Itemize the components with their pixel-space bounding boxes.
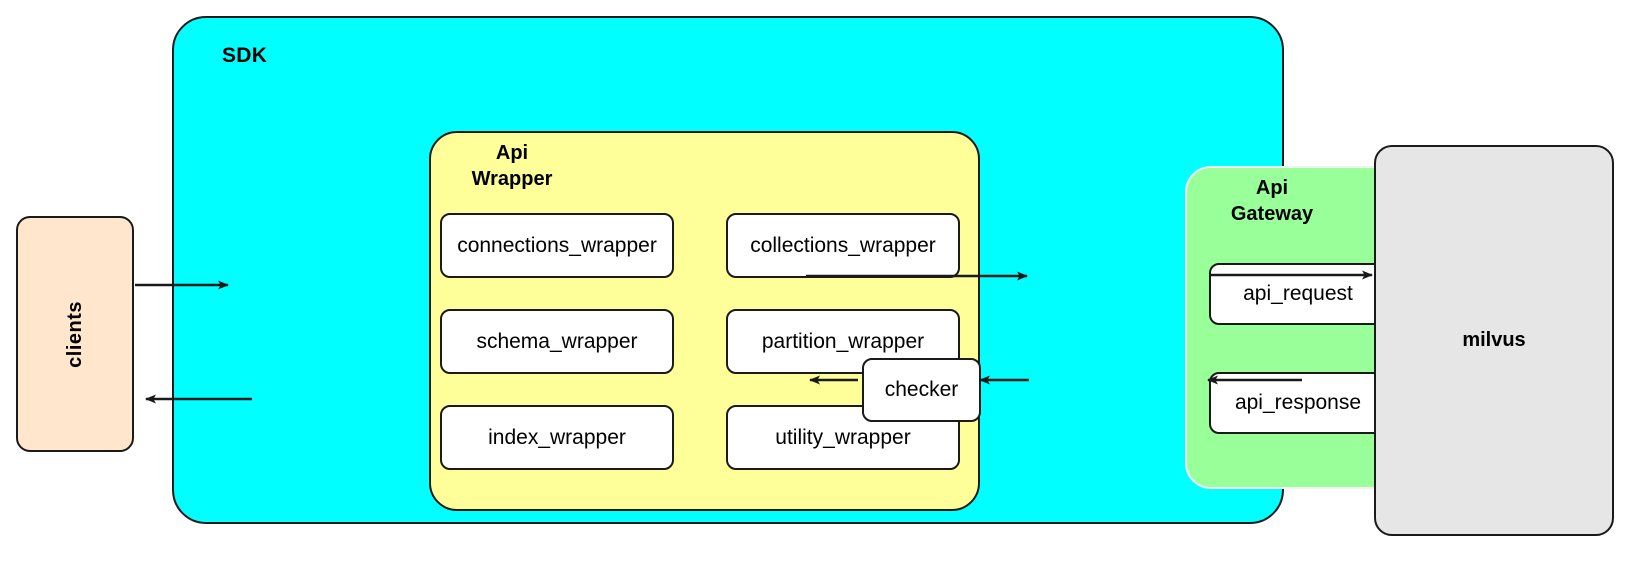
module-collections-wrapper[interactable]: collections_wrapper (726, 213, 960, 278)
module-partition-wrapper[interactable]: partition_wrapper (726, 309, 960, 374)
module-label: utility_wrapper (775, 425, 911, 449)
clients-box[interactable]: clients (16, 216, 134, 452)
module-label: index_wrapper (488, 425, 626, 449)
module-label: api_request (1243, 282, 1353, 305)
module-schema-wrapper[interactable]: schema_wrapper (440, 309, 674, 374)
milvus-box[interactable]: milvus (1374, 145, 1614, 536)
sdk-container[interactable]: SDK Api Wrapper connections_wrapper coll… (172, 16, 1411, 524)
module-label: connections_wrapper (457, 233, 657, 257)
module-index-wrapper[interactable]: index_wrapper (440, 405, 674, 470)
module-label: collections_wrapper (750, 233, 936, 257)
api-gateway-container[interactable]: Api Gateway api_request api_response (1185, 166, 1411, 489)
module-api-request[interactable]: api_request (1209, 263, 1387, 325)
api-wrapper-title-line1: Api (495, 142, 529, 164)
module-connections-wrapper[interactable]: connections_wrapper (440, 213, 674, 278)
module-utility-wrapper[interactable]: utility_wrapper (726, 405, 960, 470)
api-gateway-title: Api Gateway (1187, 176, 1357, 227)
milvus-label: milvus (1462, 329, 1526, 351)
api-wrapper-container[interactable]: Api Wrapper connections_wrapper collecti… (429, 131, 980, 511)
api-gateway-title-line1: Api (1255, 177, 1289, 199)
module-label: schema_wrapper (476, 329, 638, 353)
module-label: api_response (1234, 391, 1362, 414)
sdk-title: SDK (222, 44, 268, 67)
module-api-response[interactable]: api_response (1209, 372, 1387, 434)
module-label: partition_wrapper (761, 329, 925, 353)
api-wrapper-title: Api Wrapper (437, 141, 587, 192)
api-gateway-title-line2: Gateway (1230, 202, 1314, 225)
checker-box[interactable]: checker (862, 358, 981, 422)
clients-label: clients (63, 300, 86, 368)
checker-label: checker (884, 378, 959, 401)
api-wrapper-title-line2: Wrapper (471, 167, 553, 190)
